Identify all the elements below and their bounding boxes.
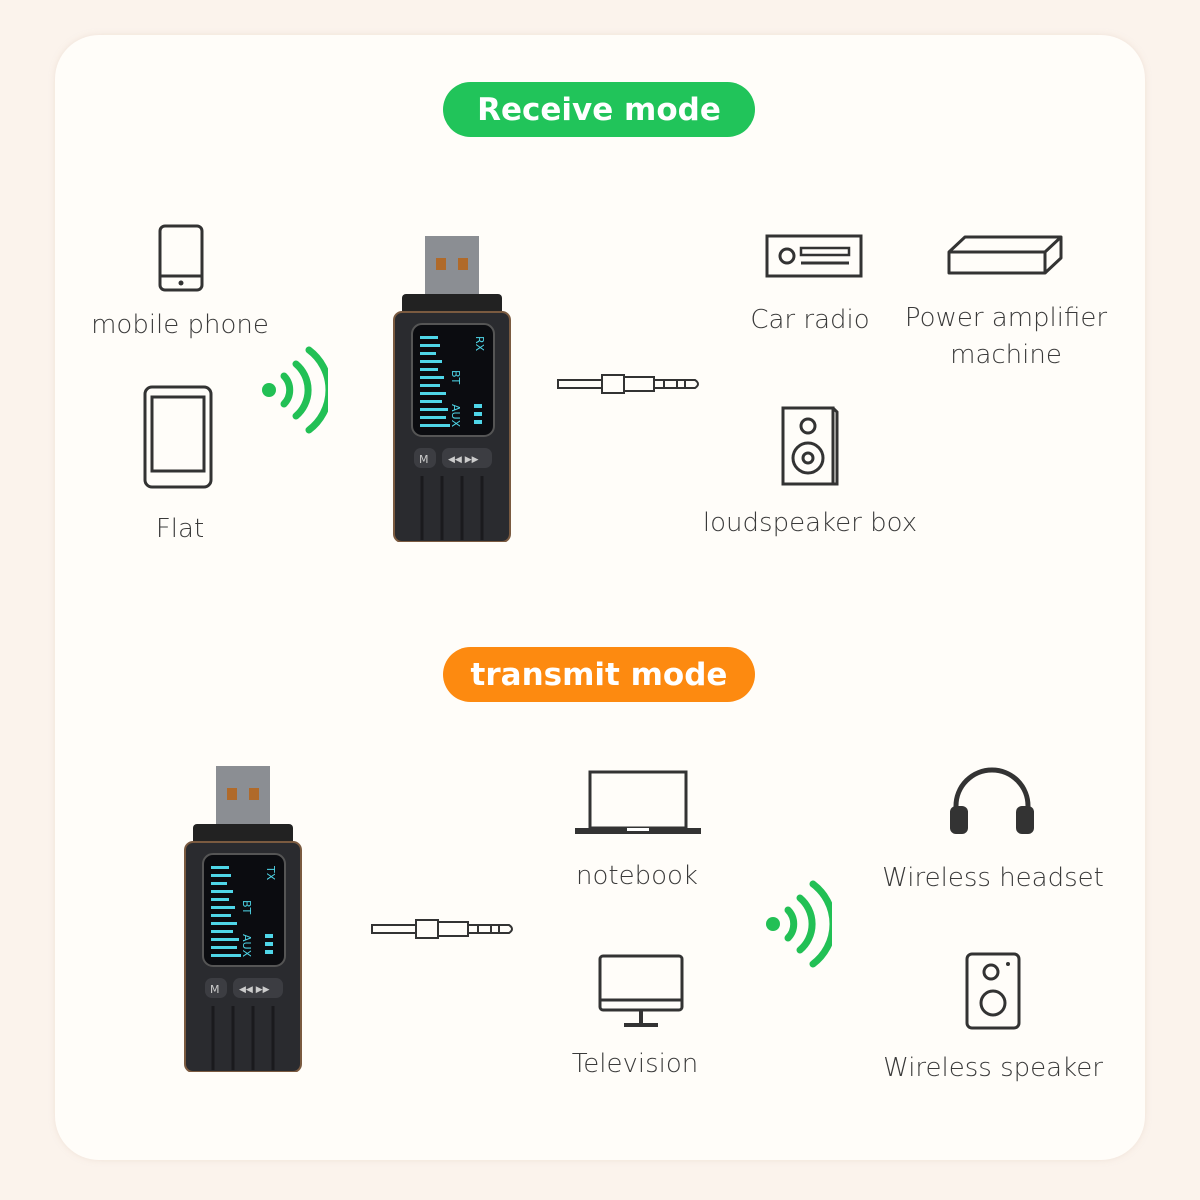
transmit-mode-badge: transmit mode — [443, 647, 755, 702]
car-radio-icon — [765, 234, 863, 278]
receive-mode-title: Receive mode — [477, 91, 721, 128]
mode-button-label: M — [210, 983, 220, 996]
wireless-speaker-label: Wireless speaker — [883, 1053, 1103, 1083]
bt-indicator: BT — [449, 370, 462, 385]
svg-text:◀◀ ▶▶: ◀◀ ▶▶ — [239, 985, 270, 995]
loudspeaker-icon — [779, 404, 841, 488]
transmit-mode-title: transmit mode — [470, 656, 728, 693]
bluetooth-adapter-tx: TX BT AUX M ◀◀ ▶▶ — [183, 766, 303, 1072]
bt-indicator: BT — [240, 900, 253, 915]
headset-icon — [948, 766, 1036, 836]
mode-button-label: M — [419, 453, 429, 466]
aux-indicator: AUX — [449, 404, 462, 428]
wireless-headset-label: Wireless headset — [882, 863, 1104, 893]
car-radio-label: Car radio — [750, 305, 870, 335]
speaker-icon — [965, 952, 1021, 1030]
mobile-phone-icon — [158, 224, 204, 292]
loudspeaker-label: loudspeaker box — [702, 508, 918, 538]
bluetooth-adapter-rx: RX BT AUX M ◀◀ ▶▶ — [392, 236, 512, 542]
amplifier-label: Power amplifier machine — [905, 300, 1107, 374]
receive-mode-badge: Receive mode — [443, 82, 755, 137]
notebook-label: notebook — [576, 861, 698, 891]
aux-indicator: AUX — [240, 934, 253, 958]
wireless-signal-icon — [260, 344, 328, 436]
amplifier-icon — [947, 234, 1065, 276]
aux-cable-icon — [371, 917, 516, 941]
tablet-label: Flat — [155, 514, 205, 544]
amplifier-label-line1: Power amplifier — [904, 303, 1108, 333]
aux-cable-icon — [557, 372, 702, 396]
wireless-signal-icon — [764, 878, 832, 970]
tablet-icon — [143, 385, 213, 489]
svg-text:◀◀ ▶▶: ◀◀ ▶▶ — [448, 455, 479, 465]
television-icon — [598, 954, 684, 1028]
mode-indicator: RX — [473, 336, 486, 352]
television-label: Television — [571, 1049, 699, 1079]
amplifier-label-line2: machine — [950, 340, 1062, 370]
laptop-icon — [575, 770, 701, 836]
mode-indicator: TX — [264, 865, 277, 881]
mobile-phone-label: mobile phone — [91, 310, 269, 340]
